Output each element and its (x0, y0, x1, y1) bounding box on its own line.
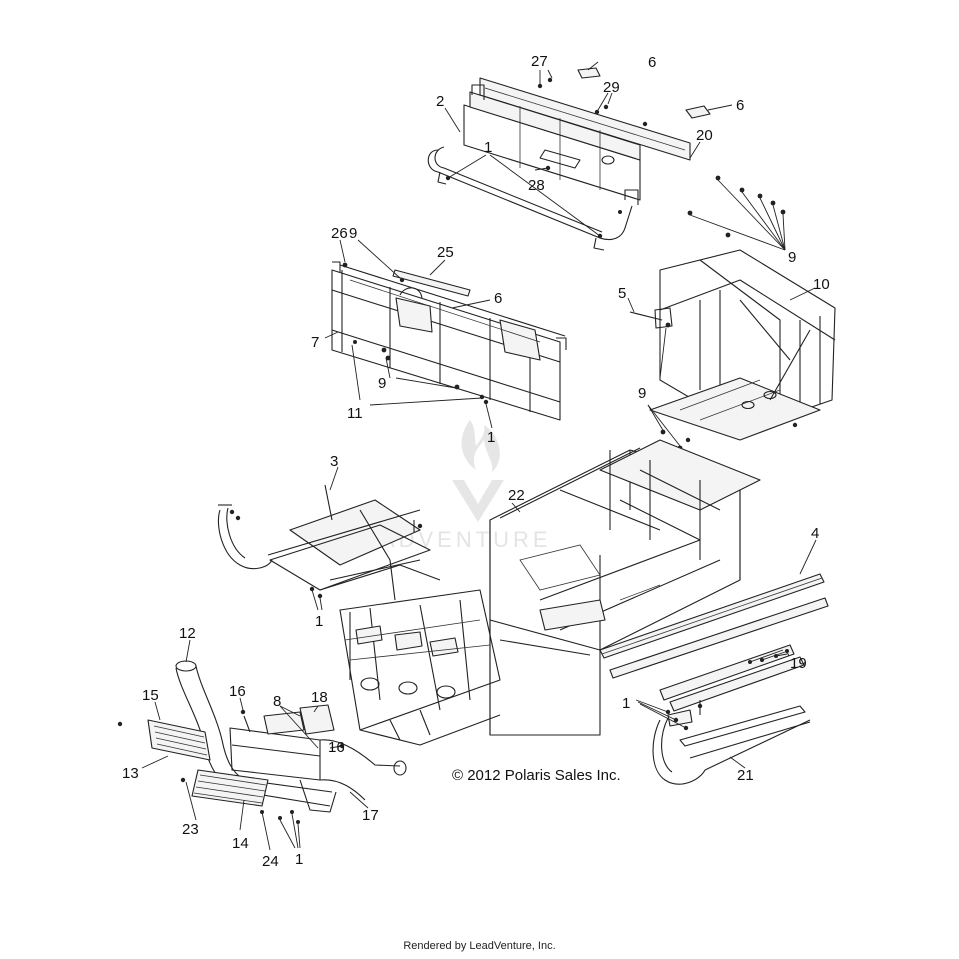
callout-18: 18 (311, 689, 328, 706)
callout-3: 3 (330, 453, 338, 470)
callout-5: 5 (618, 285, 626, 302)
callout-6-right: 6 (736, 97, 744, 114)
callout-8: 8 (273, 693, 281, 710)
callout-9-rear: 9 (638, 385, 646, 402)
callout-10: 10 (813, 276, 830, 293)
part-front-chassis (339, 589, 501, 746)
callout-28: 28 (528, 177, 545, 194)
part-grille-upper (147, 719, 211, 761)
part-seat-base (217, 484, 441, 601)
part-front-bumper (175, 660, 407, 813)
callout-1-seat: 1 (315, 613, 323, 630)
callout-1-bumper: 1 (295, 851, 303, 868)
callout-15: 15 (142, 687, 159, 704)
fastener-cluster-front-frame (342, 262, 489, 405)
part-rear-frame-section (649, 249, 836, 441)
callout-29: 29 (603, 79, 620, 96)
callout-2: 2 (436, 93, 444, 110)
callout-1-bracket: 1 (622, 695, 630, 712)
part-grille-lower (191, 769, 269, 807)
part-bolt-5 (629, 311, 663, 321)
callout-7: 7 (311, 334, 319, 351)
callout-26: 26 (331, 225, 348, 242)
callout-9-top-right: 9 (788, 249, 796, 266)
callout-20: 20 (696, 127, 713, 144)
callout-16-upper: 16 (229, 683, 246, 700)
fastener-cluster-upper (687, 175, 786, 238)
callout-25: 25 (437, 244, 454, 261)
callout-9-front: 9 (349, 225, 357, 242)
part-front-frame-section (331, 261, 567, 421)
fastener-cluster-seat-base (229, 509, 423, 599)
callout-21: 21 (737, 767, 754, 784)
part-main-chassis (489, 439, 761, 736)
part-cargo-box-top (427, 67, 711, 251)
callout-16-lower: 16 (328, 739, 345, 756)
callout-23: 23 (182, 821, 199, 838)
callout-27: 27 (531, 53, 548, 70)
watermark-logo (452, 420, 504, 522)
callout-14: 14 (232, 835, 249, 852)
part-side-rails (599, 573, 829, 712)
copyright-notice: © 2012 Polaris Sales Inc. (452, 767, 621, 784)
callout-6-top: 6 (648, 54, 656, 71)
leader-lines (141, 61, 817, 851)
callout-4: 4 (811, 525, 819, 542)
callout-1-frame: 1 (487, 429, 495, 446)
callout-19: 19 (790, 655, 807, 672)
callout-12: 12 (179, 625, 196, 642)
callout-9-frame: 9 (378, 375, 386, 392)
part-rear-bracket (652, 700, 811, 785)
fastener-cluster-bumper (117, 709, 345, 824)
callout-6-frame: 6 (494, 290, 502, 307)
callout-13: 13 (122, 765, 139, 782)
footer-credit: Rendered by LeadVenture, Inc. (403, 940, 556, 952)
callout-22: 22 (508, 487, 525, 504)
callout-labels: 27 6 29 6 2 20 1 28 9 26 9 25 6 7 9 11 1… (122, 53, 830, 870)
callout-24: 24 (262, 853, 279, 870)
callout-11: 11 (347, 405, 363, 422)
callout-1-cargo: 1 (484, 139, 492, 156)
callout-17: 17 (362, 807, 379, 824)
